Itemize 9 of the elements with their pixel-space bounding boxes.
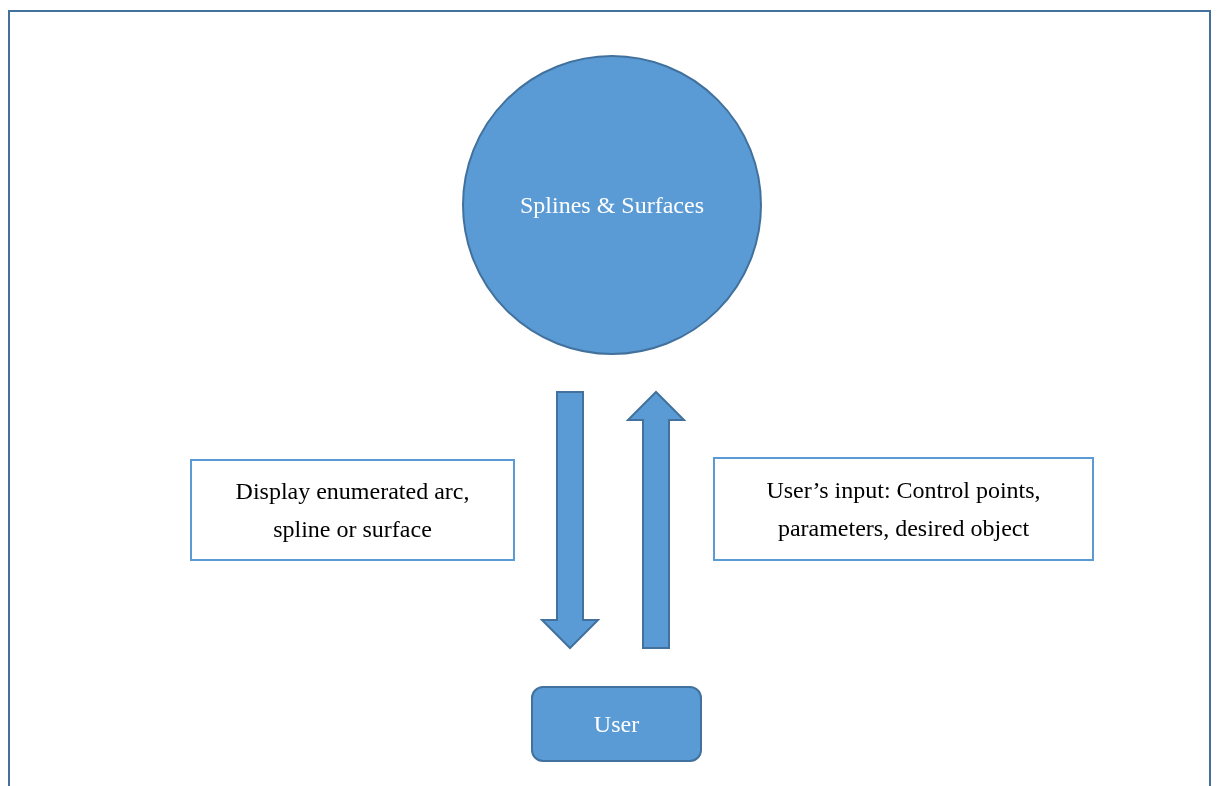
node-label: User	[593, 709, 640, 739]
block-arrow	[539, 391, 601, 650]
block-arrow	[625, 390, 687, 649]
user-box	[531, 686, 702, 762]
label-box	[190, 459, 515, 561]
node-label: Splines & Surfaces	[520, 190, 704, 220]
node-label: Display enumerated arc, spline or surface	[234, 476, 471, 544]
node-label: User’s input: Control points, parameters, desired object	[765, 475, 1042, 543]
label-box	[713, 457, 1094, 561]
